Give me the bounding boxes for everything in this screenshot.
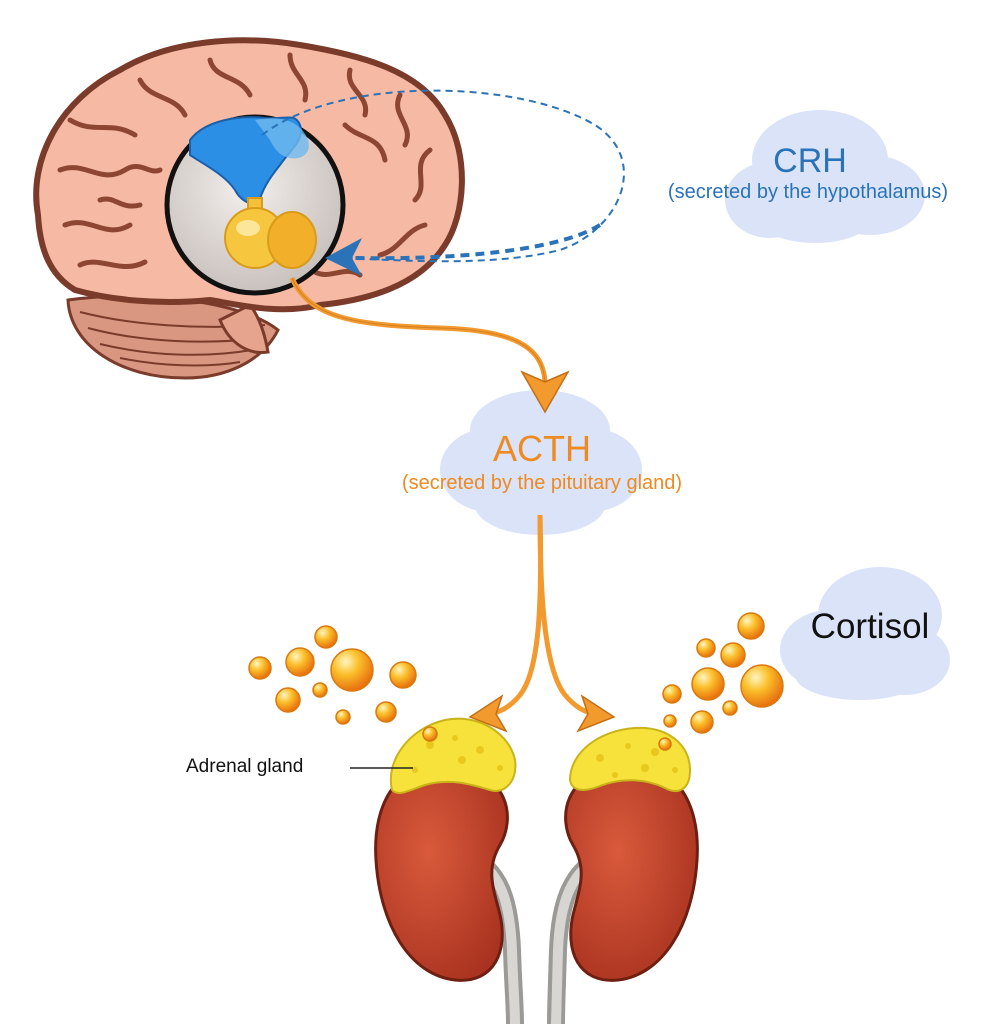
magnifier-lens [164, 114, 346, 296]
cortisol-droplets-right [658, 612, 784, 751]
cortisol-droplet-icon [690, 710, 714, 734]
crh-arrowhead [325, 238, 362, 276]
acth-left-arrowhead [468, 694, 508, 733]
cortisol-droplet-icon [275, 687, 301, 713]
cortisol-droplet-icon [335, 709, 351, 725]
cortisol-droplet-icon [422, 726, 438, 742]
cortisol-droplet-icon [389, 661, 417, 689]
acth-title: ACTH [493, 428, 591, 469]
cortisol-droplet-icon [285, 647, 315, 677]
right-kidney-icon [564, 763, 699, 982]
acth-subtitle: (secreted by the pituitary gland) [401, 472, 683, 494]
left-adrenal-gland-icon [389, 717, 517, 794]
cortisol-droplet-icon [663, 714, 677, 728]
acth-left-branch [491, 514, 544, 716]
cortisol-droplet-icon [658, 737, 672, 751]
cortisol-droplet-icon [248, 656, 272, 680]
crh-feedback-loop [261, 89, 625, 263]
cortisol-cloud [780, 567, 950, 700]
cortisol-droplet-icon [720, 642, 746, 668]
cortisol-label: Cortisol [810, 607, 930, 646]
cortisol-droplet-icon [375, 701, 397, 723]
cortisol-droplet-icon [662, 684, 682, 704]
cortisol-droplet-icon [722, 700, 738, 716]
crh-title: CRH [773, 142, 847, 180]
cortisol-droplet-icon [737, 612, 765, 640]
cortisol-droplet-icon [330, 648, 374, 692]
left-kidney-icon [374, 763, 509, 982]
cortisol-droplet-icon [696, 638, 716, 658]
cortisol-droplet-icon [740, 664, 784, 708]
crh-cloud [725, 110, 925, 243]
crh-arrow [351, 223, 602, 261]
acth-right-branch [537, 514, 593, 716]
acth-cloud [440, 390, 642, 535]
cortisol-droplet-icon [314, 625, 338, 649]
pituitary-gland-icon [224, 197, 317, 269]
acth-right-arrowhead [576, 694, 616, 733]
cortisol-droplet-icon [691, 667, 725, 701]
crh-subtitle: (secreted by the hypothalamus) [667, 181, 949, 203]
cortisol-droplets-left [248, 625, 438, 742]
cortisol-droplet-icon [312, 682, 328, 698]
adrenal-gland-label: Adrenal gland [186, 756, 304, 777]
acth-arrowhead [520, 370, 570, 414]
